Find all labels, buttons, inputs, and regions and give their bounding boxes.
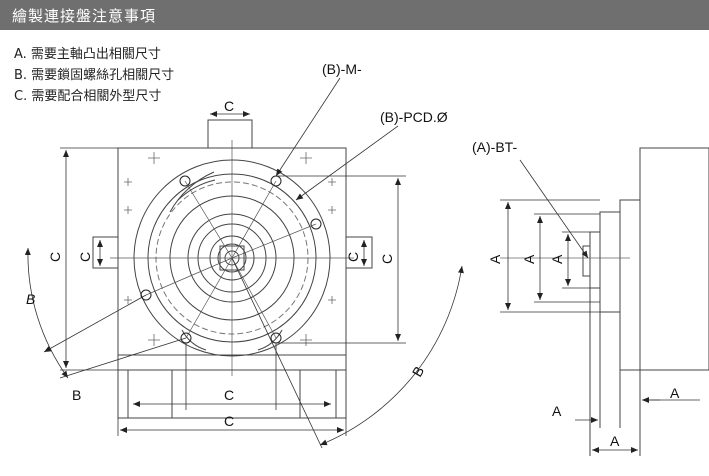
label-c-left-inner: C [77,252,93,262]
label-b-lower-left: B [72,387,81,403]
label-a-bt: (A)-BT- [472,139,517,155]
label-a-bottom-right: A [670,385,680,401]
left-boss [92,236,118,269]
cross-marks [124,152,336,346]
label-c-top: C [224,98,234,114]
label-a-mid: A [521,254,537,264]
label-a-bottom: A [610,433,620,449]
header-bar: 繪製連接盤注意事項 [0,0,709,30]
dimension-lines [24,77,464,449]
top-boss [207,119,253,148]
front-view-labels: (B)-M- (B)-PCD.Ø C C C B B C C C C B [26,61,448,429]
notes-list: A. 需要主軸凸出相關尺寸 B. 需要鎖固螺絲孔相關尺寸 C. 需要配合相關外型… [14,44,174,107]
side-view-labels: (A)-BT- A A A A A A [472,139,680,449]
side-view [500,147,709,456]
label-c-bottom1: C [224,387,234,403]
label-a-outer: A [487,254,503,264]
label-a-bottom-left: A [552,403,562,419]
note-c: C. 需要配合相關外型尺寸 [14,89,162,104]
label-c-right-inner: C [345,252,361,262]
label-b-pcd: (B)-PCD.Ø [380,109,448,125]
label-b-m: (B)-M- [322,61,362,77]
label-c-right-outer: C [379,254,395,264]
note-a: A. 需要主軸凸出相關尺寸 [14,47,161,62]
front-view [24,77,464,449]
label-c-left-outer: C [47,252,63,262]
label-b-arc: B [409,363,428,379]
note-b: B. 需要鎖固螺絲孔相關尺寸 [14,68,175,83]
page-title: 繪製連接盤注意事項 [12,7,157,25]
label-c-bottom2: C [224,413,234,429]
side-body [639,147,709,371]
label-a-inner: A [549,254,565,264]
label-b-left: B [26,291,35,307]
